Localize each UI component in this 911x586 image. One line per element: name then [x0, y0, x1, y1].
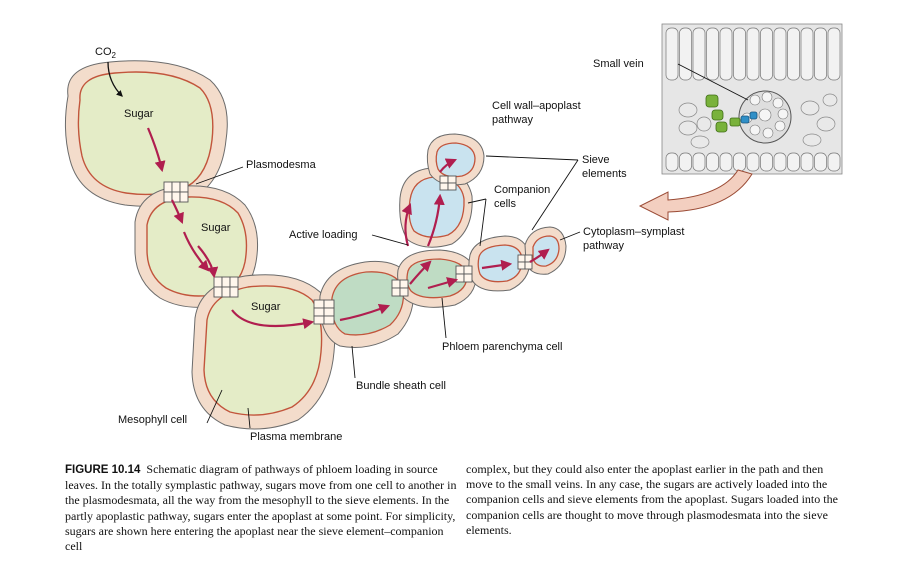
bundle-sheath-cell: [319, 260, 414, 348]
lower-epidermis-cell: [692, 152, 706, 172]
leader-lines: [195, 63, 749, 429]
label-sieve-elements-1: Sieve: [582, 154, 610, 166]
lower-epidermis-cell: [827, 152, 841, 172]
label-co2: CO2: [95, 46, 117, 60]
label-small-vein: Small vein: [593, 58, 644, 70]
lower-epidermis-cell: [706, 152, 719, 172]
zoom-arrow: [638, 169, 753, 221]
label-cytoplasm-symplast-1: Cytoplasm–symplast: [583, 226, 684, 238]
lower-epidermis-cell: [746, 152, 760, 172]
palisade-cell: [773, 27, 787, 81]
label-phloem-parenchyma: Phloem parenchyma cell: [442, 341, 562, 353]
palisade-cell: [787, 27, 800, 81]
figure-caption-right: complex, but they could also enter the a…: [466, 462, 838, 537]
lower-epidermis-cell: [800, 152, 814, 172]
palisade-cell: [733, 27, 746, 81]
label-sieve-elements-2: elements: [582, 168, 627, 180]
lower-epidermis-cell: [679, 152, 692, 172]
companion-cell-right: [468, 235, 531, 292]
co2-arrow: [107, 61, 123, 97]
plasmodesmata: [163, 175, 533, 325]
lower-epidermis-cell: [814, 152, 827, 172]
palisade-cell: [706, 27, 719, 81]
label-bundle-sheath: Bundle sheath cell: [356, 380, 446, 392]
palisade-cell: [719, 27, 733, 81]
label-companion-cells-2: cells: [494, 198, 517, 210]
palisade-cell: [760, 27, 773, 81]
palisade-cell: [692, 27, 706, 81]
lower-epidermis-cell: [773, 152, 787, 172]
figure-caption-left: FIGURE 10.14 Schematic diagram of pathwa…: [65, 462, 463, 554]
palisade-cell: [746, 27, 760, 81]
palisade-cell: [679, 27, 692, 81]
lower-epidermis-cell: [733, 152, 746, 172]
label-sugar-bottom: Sugar: [251, 301, 281, 313]
label-cell-wall-apoplast-2: pathway: [492, 114, 533, 126]
label-active-loading: Active loading: [289, 229, 358, 241]
palisade-cell: [827, 27, 841, 81]
sugar-flow-arrows: [146, 127, 550, 330]
label-companion-cells-1: Companion: [494, 184, 550, 196]
lower-epidermis-cell: [787, 152, 800, 172]
label-cytoplasm-symplast-2: pathway: [583, 240, 624, 252]
label-cell-wall-apoplast-1: Cell wall–apoplast: [492, 100, 581, 112]
palisade-cell: [665, 27, 679, 81]
palisade-cell: [814, 27, 827, 81]
leaf-cross-section-inset: [661, 23, 843, 175]
label-sugar-top: Sugar: [124, 108, 154, 120]
palisade-cell: [800, 27, 814, 81]
label-sugar-middle: Sugar: [201, 222, 231, 234]
figure-number: FIGURE 10.14: [65, 464, 141, 476]
mesophyll-cell-top: [64, 60, 228, 207]
label-plasmodesma: Plasmodesma: [246, 159, 317, 171]
caption-left-text: Schematic diagram of pathways of phloem …: [65, 462, 457, 554]
lower-epidermis-cell: [760, 152, 773, 172]
mesophyll-cell-bottom: [191, 274, 336, 430]
label-plasma-membrane: Plasma membrane: [250, 431, 342, 443]
label-mesophyll: Mesophyll cell: [118, 414, 187, 426]
lower-epidermis-cell: [665, 152, 679, 172]
lower-epidermis-cell: [719, 152, 733, 172]
